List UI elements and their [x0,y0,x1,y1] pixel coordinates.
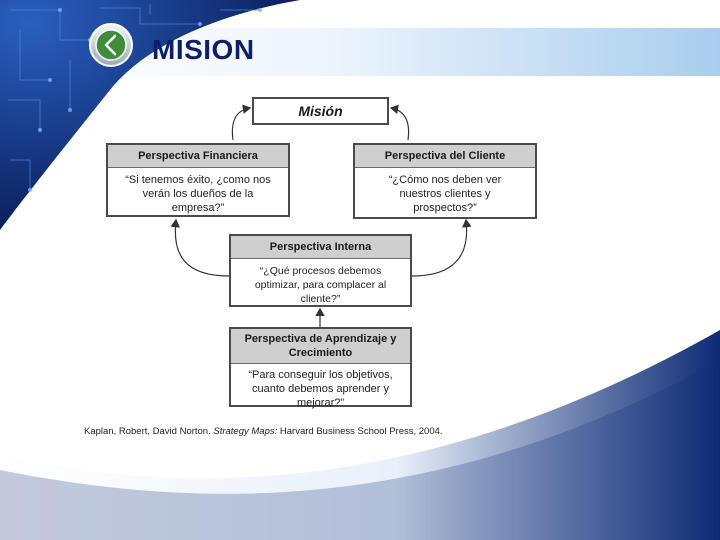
citation-authors: Kaplan, Robert, David Norton. [84,426,211,437]
perspectiva-financiera-header: Perspectiva Financiera [108,145,288,168]
perspectiva-aprendizaje-body: “Para conseguir los objetivos, cuanto de… [248,369,393,409]
perspectiva-interna-header: Perspectiva Interna [231,236,410,259]
citation: Kaplan, Robert, David Norton. Strategy M… [84,426,443,437]
arrow-cliente-mision [389,104,410,141]
slide-title: MISION [152,34,255,65]
perspectiva-interna-box: Perspectiva Interna “¿Qué procesos debem… [229,234,412,307]
perspectiva-financiera-body: “Si tenemos éxito, ¿como nos verán los d… [125,174,271,214]
arrow-financiera-mision [231,104,252,141]
citation-publisher: Harvard Business School Press, 2004. [279,426,443,437]
perspectiva-financiera-box: Perspectiva Financiera “Si tenemos éxito… [106,143,290,217]
perspectiva-cliente-body: “¿Cómo nos deben ver nuestros clientes y… [388,174,502,214]
perspectiva-interna-body: “¿Qué procesos debemos optimizar, para c… [254,265,387,305]
back-button[interactable] [88,22,134,68]
citation-work: Strategy Maps: [213,426,278,437]
arrow-interna-cliente [411,218,472,277]
chevron-left-icon [95,29,127,61]
mision-box: Misión [252,97,389,125]
perspectiva-aprendizaje-header: Perspectiva de Aprendizaje y Crecimiento [231,329,410,364]
arrow-interna-financiera [170,218,230,277]
perspectiva-cliente-header: Perspectiva del Cliente [355,145,535,168]
perspectiva-aprendizaje-box: Perspectiva de Aprendizaje y Crecimiento… [229,327,412,409]
perspectiva-cliente-box: Perspectiva del Cliente “¿Cómo nos deben… [353,143,537,219]
